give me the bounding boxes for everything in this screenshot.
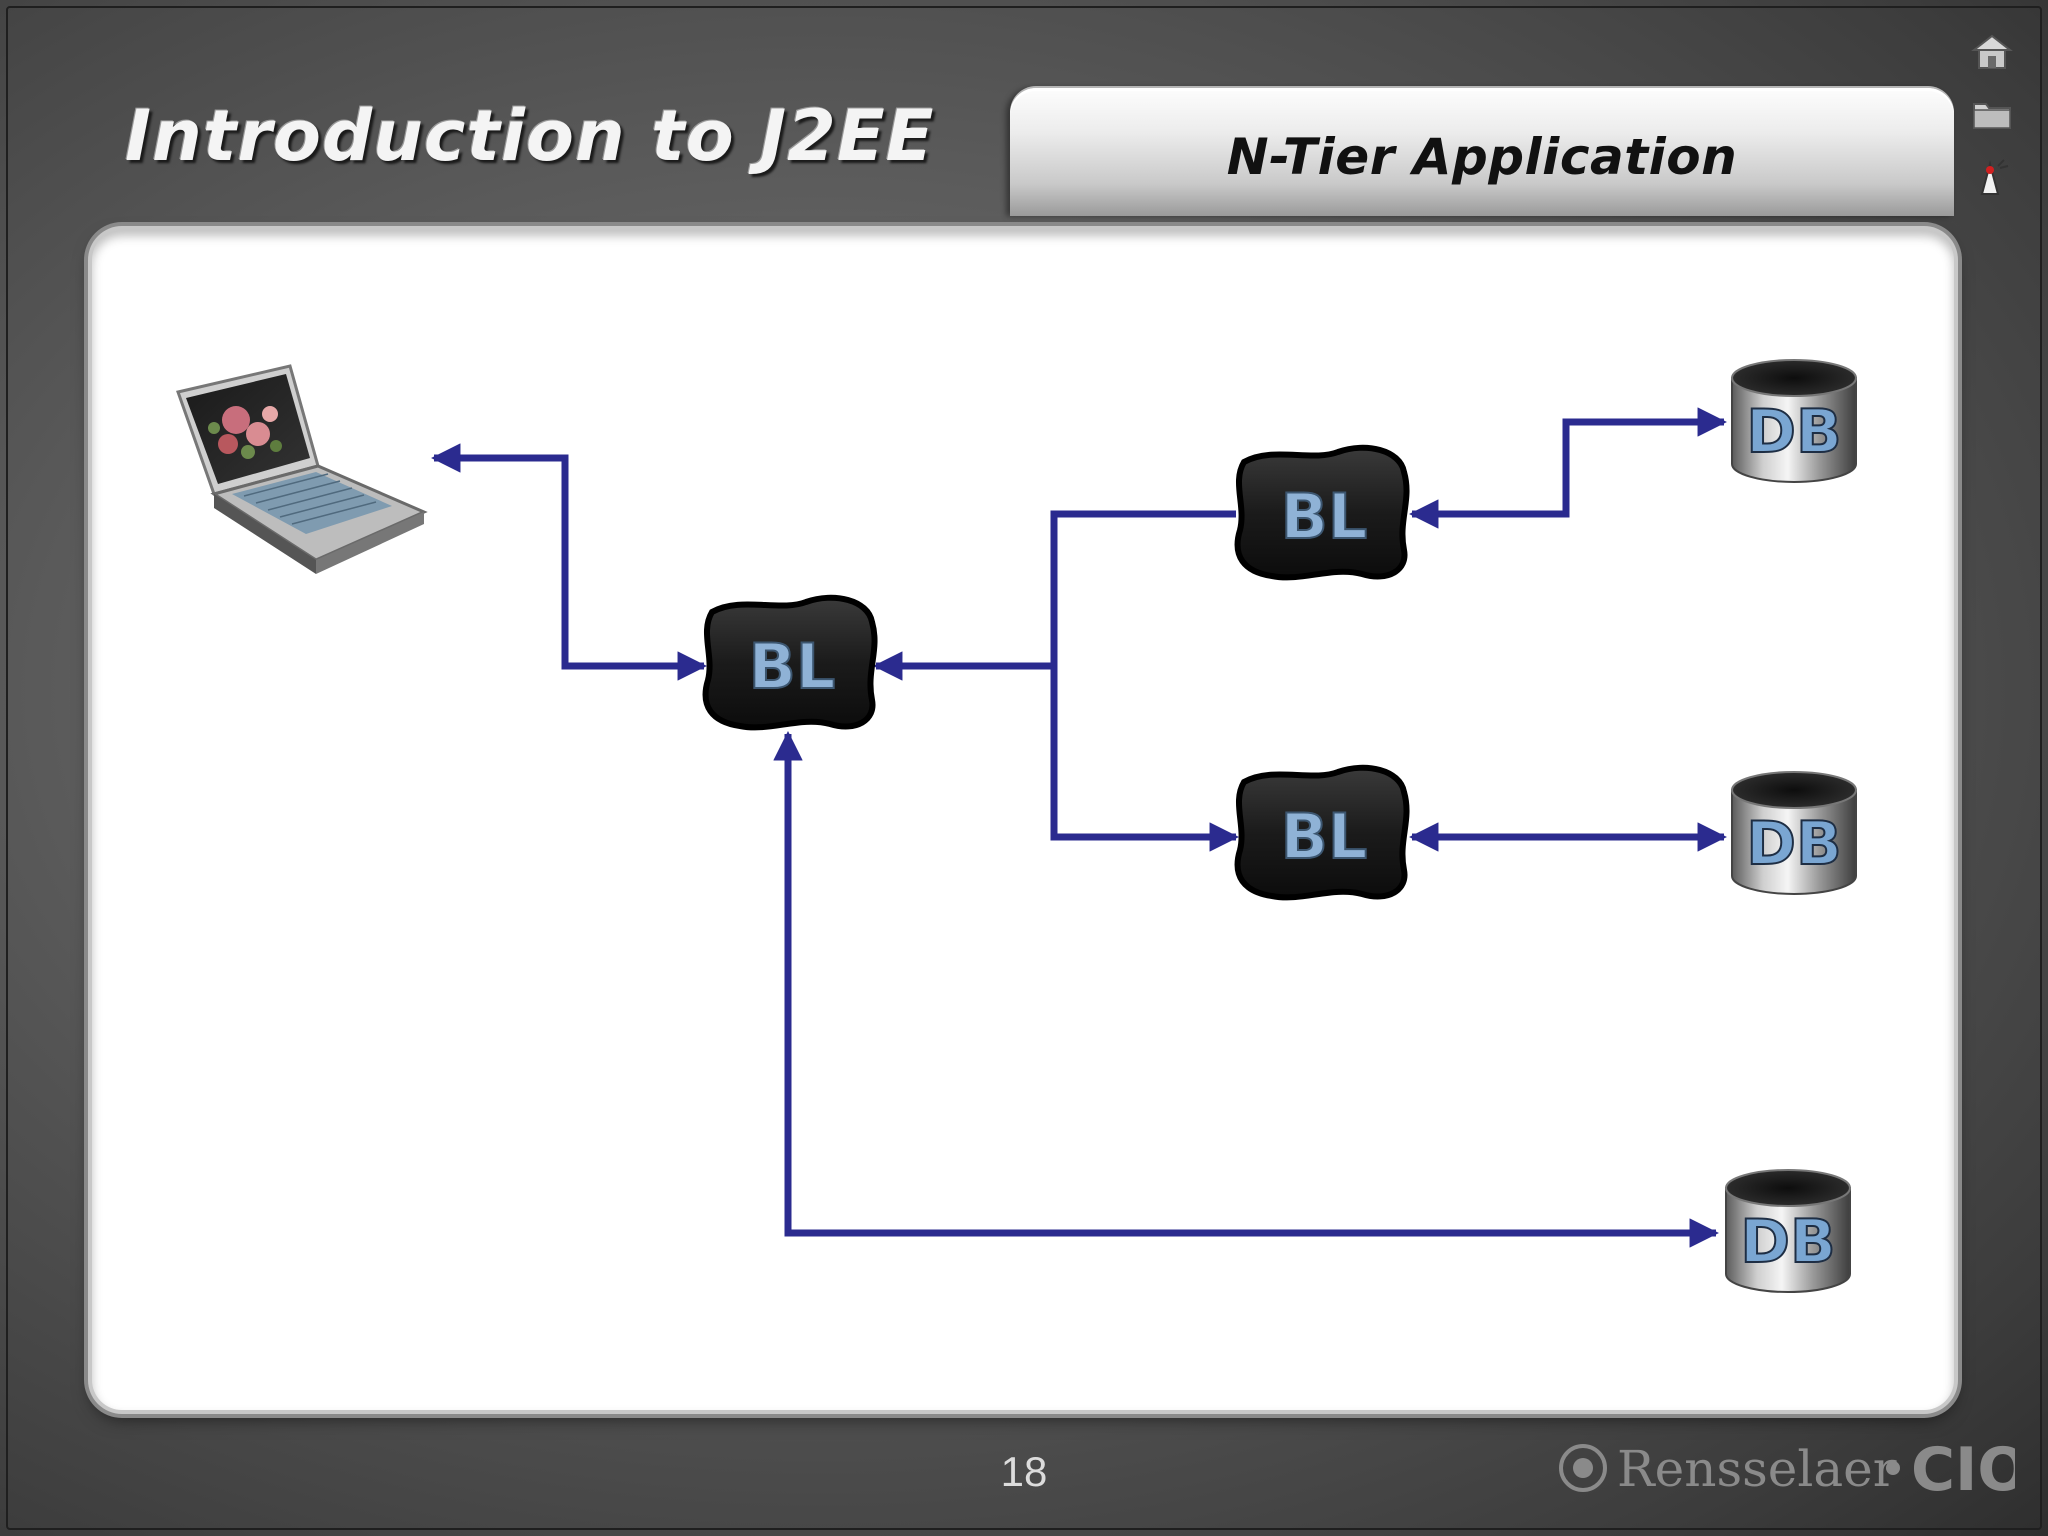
- laptop-icon: [176, 364, 428, 574]
- logo-cio: CIO: [1911, 1435, 2015, 1502]
- slide-subtitle: N-Tier Application: [1226, 128, 1738, 186]
- home-icon[interactable]: [1970, 30, 2014, 74]
- page-number: 18: [1000, 1448, 1048, 1495]
- business-logic-lower: BL: [1234, 764, 1410, 901]
- java-duke-icon[interactable]: [1970, 154, 2014, 198]
- business-logic-upper: BL: [1234, 444, 1410, 581]
- bl-lower-label: BL: [1281, 800, 1368, 873]
- rensselaer-cio-logo: Rensselaer CIO: [1559, 1435, 2015, 1502]
- db-middle-label: DB: [1746, 809, 1842, 879]
- business-logic-main: BL: [702, 594, 878, 731]
- slide-frame: [6, 6, 2042, 1530]
- connector-bl-db-bottom: [773, 731, 1719, 1248]
- database-bottom: DB: [1725, 1169, 1851, 1293]
- db-bottom-label: DB: [1740, 1207, 1836, 1277]
- connector-client-bl: [431, 443, 707, 681]
- connector-bl-bl-upper: [873, 510, 1236, 681]
- connector-bl-upper-db-top: [1409, 407, 1727, 529]
- database-middle: DB: [1731, 771, 1857, 895]
- logo-wordmark: Rensselaer: [1617, 1440, 1897, 1498]
- subtitle-tab: [1010, 88, 1954, 216]
- folder-icon[interactable]: [1970, 92, 2014, 136]
- bl-main-label: BL: [749, 630, 836, 703]
- database-top: DB: [1731, 359, 1857, 483]
- slide-navigation: [1970, 30, 2020, 216]
- connector-bl-bl-lower: [1050, 666, 1239, 852]
- bl-upper-label: BL: [1281, 480, 1368, 553]
- slide-title: Introduction to J2EE: [125, 95, 935, 177]
- db-top-label: DB: [1746, 397, 1842, 467]
